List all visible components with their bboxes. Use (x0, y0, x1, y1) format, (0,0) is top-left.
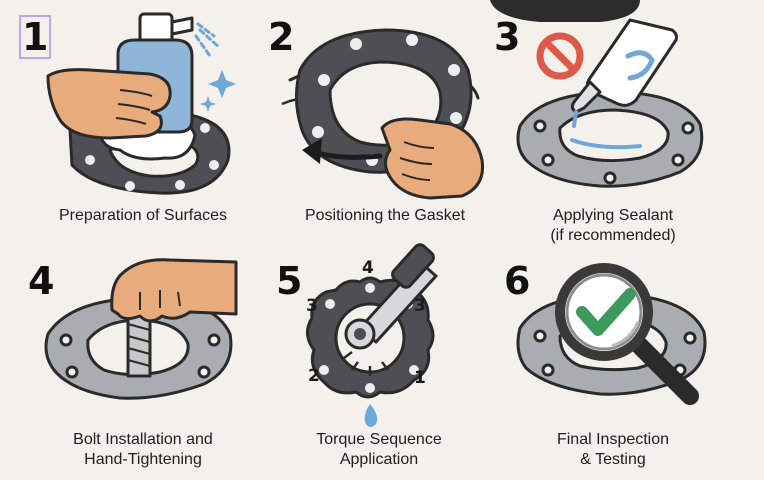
sealant-tube-icon (570, 18, 678, 128)
prohibition-icon (536, 32, 584, 80)
magnifier-icon (555, 263, 699, 405)
step-6-illustration (516, 263, 707, 405)
step-number-6: 6 (504, 259, 531, 303)
step-2-illustration (281, 28, 485, 200)
hand-icon (110, 258, 238, 323)
step-number-4: 4 (28, 259, 55, 303)
torque-label-right-lower: 1 (414, 368, 426, 388)
step-number-5: 5 (276, 259, 303, 303)
flange-icon (516, 90, 704, 188)
torque-label-right-upper: 3 (414, 296, 426, 316)
drop-icon (364, 404, 378, 427)
step-number-3: 3 (494, 15, 521, 59)
cropped-object-icon (490, 0, 640, 22)
wrench-icon (344, 243, 438, 350)
step-4-caption: Bolt Installation and Hand-Tightening (73, 431, 213, 468)
torque-label-top: 4 (362, 258, 374, 278)
step-number-1: 1 (18, 15, 52, 59)
checkmark-icon (576, 288, 636, 336)
torque-label-left-lower: 2 (308, 366, 320, 386)
hand-icon (380, 117, 485, 200)
step-5-illustration (306, 243, 438, 427)
step-5-caption: Torque Sequence Application (316, 431, 442, 468)
step-number-2: 2 (268, 15, 295, 59)
step-4-illustration (44, 258, 238, 400)
step-6-caption: Final Inspection & Testing (556, 431, 670, 468)
rotate-arrow-icon (302, 138, 383, 164)
step-2-caption: Positioning the Gasket (304, 207, 466, 224)
step-3-illustration (516, 18, 704, 188)
hand-icon (46, 68, 172, 140)
step-1-caption: Preparation of Surfaces (58, 207, 228, 224)
step-1-illustration (46, 12, 236, 195)
torque-label-left-upper: 3 (306, 296, 318, 316)
step-3-caption: Applying Sealant (if recommended) (550, 207, 676, 244)
